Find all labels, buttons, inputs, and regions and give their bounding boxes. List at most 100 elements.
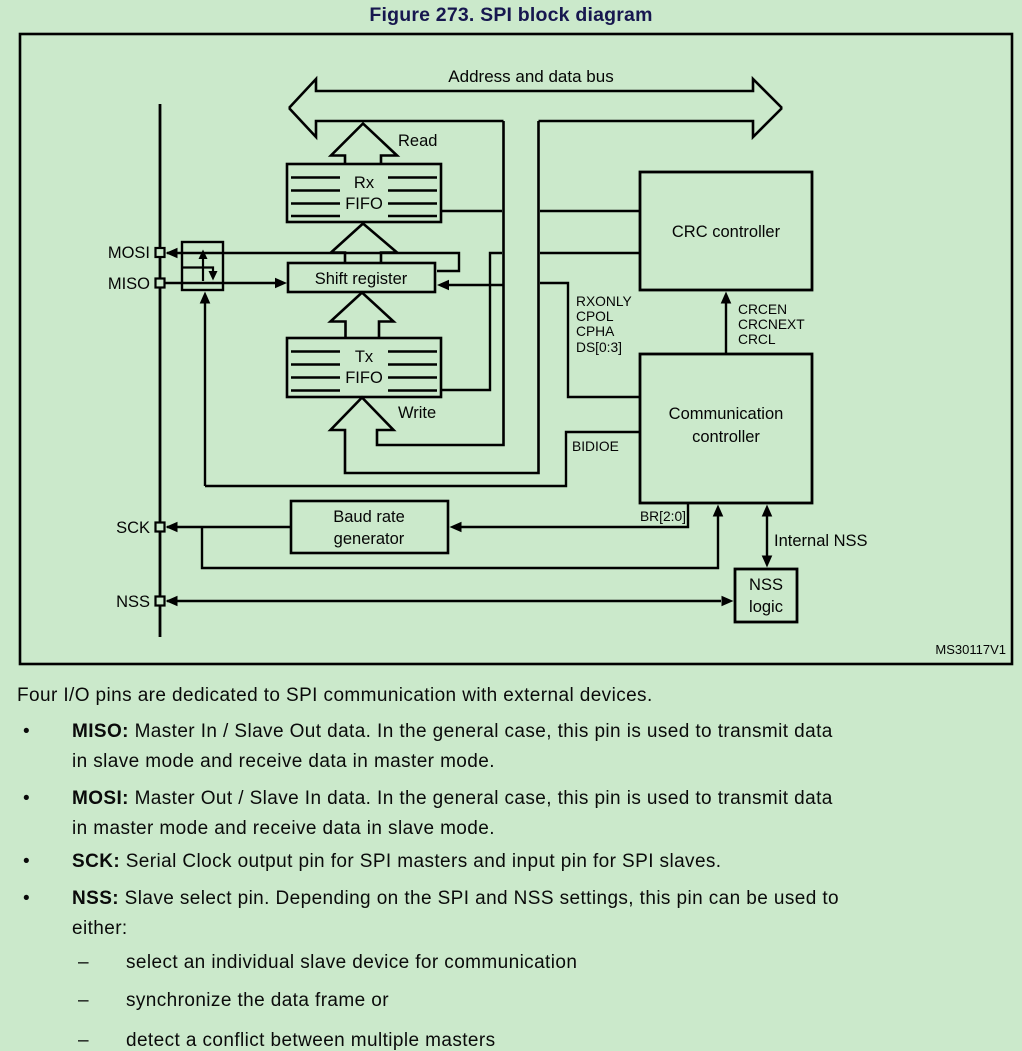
subbullet-3: detect a conflict between multiple maste…: [126, 1030, 496, 1051]
comm-controller-label-line2: controller: [692, 428, 760, 446]
nss-logic-arrowhead: [721, 595, 734, 607]
miso-arrowhead: [275, 277, 287, 289]
br-line: [460, 503, 690, 529]
mux-up-arrowhead: [198, 249, 208, 259]
read-label: Read: [398, 132, 437, 150]
baud-label-line2: generator: [334, 530, 405, 548]
txfifo-to-shift-arrow: [327, 290, 397, 337]
crc-signal-crcnext: CRCNEXT: [738, 317, 805, 332]
crc-signal-crcen: CRCEN: [738, 302, 787, 317]
pin-rail-group: [154, 104, 166, 637]
rx-fifo-box: [285, 162, 443, 224]
bullet-nss-rest: Slave select pin. Depending on the SPI a…: [119, 888, 839, 909]
bidioe-label: BIDIOE: [572, 439, 619, 454]
rx-fifo-label-line2: FIFO: [345, 195, 383, 213]
bullet-icon: •: [23, 851, 30, 872]
read-arrow: [327, 121, 401, 163]
control-signals-line: [540, 281, 640, 399]
bullet-miso-term: MISO:: [72, 721, 129, 742]
mosi-line: [167, 251, 461, 273]
bullet-mosi-line1: MOSI: Master Out / Slave In data. In the…: [72, 789, 833, 808]
ctrl-signal-cpha: CPHA: [576, 324, 615, 339]
bullet-nss-line1: NSS: Slave select pin. Depending on the …: [72, 889, 839, 908]
mux-internal-lines: [183, 258, 215, 281]
crc-controller-box: [638, 170, 814, 292]
bullet-nss-line2: either:: [72, 918, 128, 939]
internal-nss-label: Internal NSS: [774, 532, 868, 550]
br-label: BR[2:0]: [640, 509, 686, 524]
nss-logic-label-line2: logic: [749, 598, 783, 616]
mosi-arrowhead: [165, 247, 178, 259]
subbullet-2: synchronize the data frame or: [126, 990, 389, 1011]
address-data-bus-arrow: [288, 75, 783, 141]
bullet-sck-term: SCK:: [72, 851, 121, 872]
mosi-pin-label: MOSI: [108, 244, 150, 262]
bullet-mosi-rest: Master Out / Slave In data. In the gener…: [128, 788, 833, 809]
bullet-mosi-line2: in master mode and receive data in slave…: [72, 818, 495, 839]
bullet-miso-line2: in slave mode and receive data in master…: [72, 751, 495, 772]
internal-nss-down-arrowhead: [761, 555, 773, 568]
mosi-pin-square: [154, 246, 166, 259]
shift-register-label: Shift register: [315, 270, 408, 288]
ctrl-signal-rxonly: RXONLY: [576, 294, 632, 309]
pin-mux-box: [180, 240, 225, 292]
bullet-mosi-term: MOSI:: [72, 788, 129, 809]
miso-pin-label: MISO: [108, 275, 150, 293]
rx-fifo-label-line1: Rx: [354, 174, 375, 192]
miso-pin-square: [154, 277, 166, 289]
comm-controller-label-line1: Communication: [669, 405, 784, 423]
crc-signal-crcl: CRCL: [738, 332, 776, 347]
crc-control-arrowhead: [720, 291, 732, 304]
ctrl-signal-cpol: CPOL: [576, 309, 614, 324]
bullet-miso-line1: MISO: Master In / Slave Out data. In the…: [72, 722, 833, 741]
txfifo-to-crc-line: [441, 251, 640, 392]
internal-nss-up-arrowhead: [761, 504, 773, 517]
br-arrowhead: [449, 521, 462, 533]
spi-block-diagram-canvas: Address and data bus Read Write Rx FIFO …: [18, 32, 1014, 666]
nss-pin-arrowhead: [165, 595, 178, 607]
nss-pin-square: [154, 595, 166, 607]
bullet-sck-line1: SCK: Serial Clock output pin for SPI mas…: [72, 852, 722, 871]
sck-arrowhead: [165, 521, 178, 533]
write-label: Write: [398, 404, 436, 422]
sck-feedback-arrowhead: [712, 504, 724, 517]
ctrl-signal-ds: DS[0:3]: [576, 340, 622, 355]
arrowheads: [165, 247, 773, 607]
dash-icon: –: [78, 952, 89, 973]
tx-fifo-box: [285, 336, 443, 399]
nss-logic-label-line1: NSS: [749, 576, 783, 594]
spi-block-diagram: Address and data bus Read Write Rx FIFO …: [18, 32, 1014, 666]
bidioe-line: [203, 299, 640, 488]
intro-paragraph: Four I/O pins are dedicated to SPI commu…: [17, 685, 653, 706]
shift-register-box: [286, 261, 437, 294]
sck-pin-square: [154, 521, 166, 533]
signal-lines: [165, 209, 769, 603]
sck-pin-label: SCK: [116, 519, 150, 537]
bidioe-arrowhead: [199, 291, 211, 304]
bullet-sck-rest: Serial Clock output pin for SPI masters …: [120, 851, 722, 872]
shift-input-arrowhead: [437, 279, 449, 291]
bullet-miso-rest: Master In / Slave Out data. In the gener…: [128, 721, 833, 742]
bullet-icon: •: [23, 788, 30, 809]
mux-down-arrowhead: [208, 271, 218, 281]
watermark: MS30117V1: [935, 642, 1006, 657]
shift-to-rxfifo-arrow: [327, 221, 401, 262]
figure-title: Figure 273. SPI block diagram: [369, 4, 653, 26]
fifo-hatches: [291, 176, 437, 392]
dash-icon: –: [78, 1030, 89, 1051]
tx-fifo-label-line2: FIFO: [345, 369, 383, 387]
dash-icon: –: [78, 990, 89, 1011]
bullet-nss-term: NSS:: [72, 888, 119, 909]
nss-logic-box: [733, 567, 799, 624]
sck-feedback-line: [200, 515, 720, 570]
subbullet-1: select an individual slave device for co…: [126, 952, 578, 973]
tx-fifo-label-line1: Tx: [355, 348, 374, 366]
nss-pin-label: NSS: [116, 593, 150, 611]
hollow-arrows: [327, 121, 401, 337]
bullet-icon: •: [23, 721, 30, 742]
bullet-icon: •: [23, 888, 30, 909]
diagram-frame: [18, 32, 1014, 666]
crc-controller-label: CRC controller: [672, 223, 781, 241]
bus-label: Address and data bus: [448, 67, 613, 86]
